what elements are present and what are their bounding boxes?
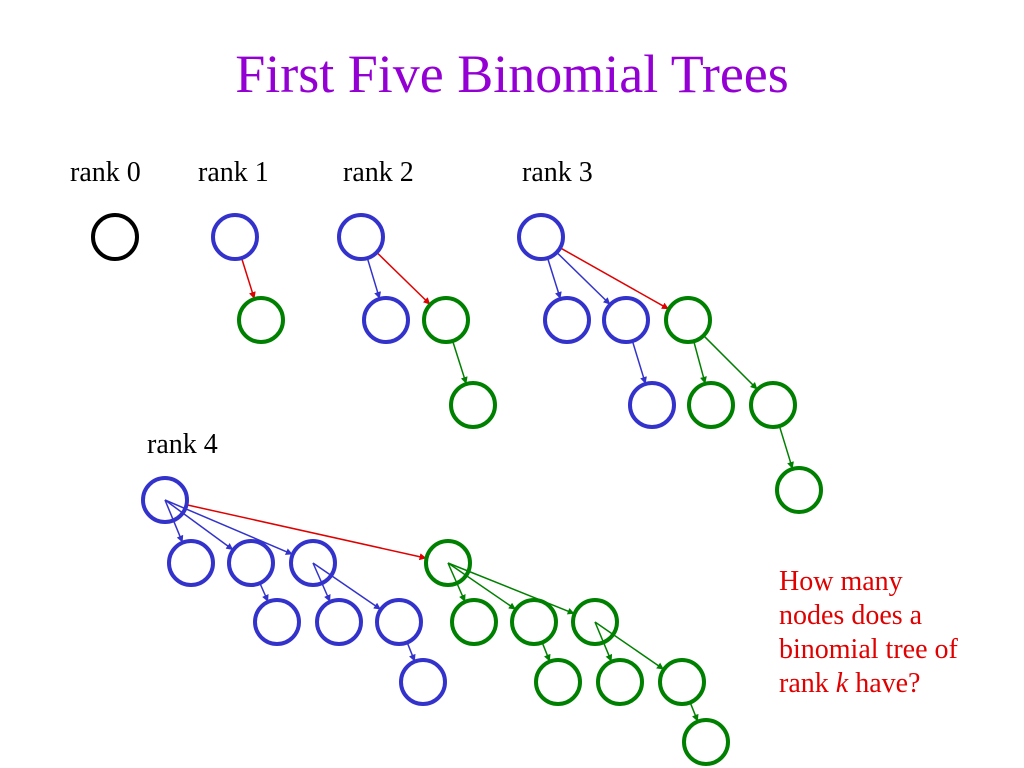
rank3-edge [556, 251, 611, 306]
rank4-node [658, 658, 706, 706]
rank3-node [775, 466, 823, 514]
rank3-node [687, 381, 735, 429]
question-variable-k: k [835, 668, 849, 699]
rank3-edge [559, 247, 670, 310]
question-text: How many nodes does a binomial tree of r… [779, 565, 1019, 701]
rank-4-label: rank 4 [147, 429, 218, 460]
rank4-node [289, 539, 337, 587]
question-suffix: have? [848, 668, 921, 699]
rank4-node [534, 658, 582, 706]
rank3-edge [703, 335, 758, 390]
rank4-edge [312, 562, 382, 611]
rank-1-label: rank 1 [198, 157, 269, 188]
question-line-2: nodes does a [779, 600, 923, 631]
rank4-node [682, 718, 730, 766]
rank4-node [375, 598, 423, 646]
rank3-node [543, 296, 591, 344]
rank3-edge [546, 257, 562, 300]
rank4-edge [447, 562, 517, 611]
rank4-edge [594, 621, 665, 671]
rank4-node [227, 539, 275, 587]
rank4-edge [406, 642, 416, 662]
rank2-edge [376, 251, 431, 306]
question-prefix: rank [779, 668, 836, 699]
rank4-edge [186, 504, 427, 561]
rank3-edge [693, 341, 707, 384]
slide-title: First Five Binomial Trees [235, 44, 789, 104]
rank4-edge [259, 582, 269, 603]
rank-0-label: rank 0 [70, 157, 141, 188]
rank2-root-node [337, 213, 385, 261]
rank1-root-node [211, 213, 259, 261]
rank4-node [510, 598, 558, 646]
nodes [91, 213, 823, 766]
question-line-4: rank k have? [779, 667, 1019, 701]
rank3-node [602, 296, 650, 344]
rank4-edge [541, 642, 551, 662]
rank4-node [571, 598, 619, 646]
question-line-3: binomial tree of [779, 634, 958, 665]
rank3-node [664, 296, 712, 344]
rank4-edge [689, 702, 699, 722]
rank3-edge [631, 340, 647, 385]
rank1-edge [240, 257, 256, 300]
rank4-node [424, 539, 472, 587]
rank3-root-node [517, 213, 565, 261]
rank4-node [315, 598, 363, 646]
rank2-node [422, 296, 470, 344]
rank2-node [449, 381, 497, 429]
rank1-child-node [237, 296, 285, 344]
rank4-node [167, 539, 215, 587]
rank0-root-node [91, 213, 139, 261]
rank4-node [450, 598, 498, 646]
rank2-node [362, 296, 410, 344]
rank3-edge [778, 425, 794, 470]
rank4-edge [164, 499, 234, 551]
rank4-node [253, 598, 301, 646]
rank3-node [628, 381, 676, 429]
rank2-edge [451, 340, 468, 385]
rank2-edge [366, 257, 381, 300]
rank-3-label: rank 3 [522, 157, 593, 188]
rank4-node [399, 658, 447, 706]
edges [164, 247, 794, 722]
rank4-node [596, 658, 644, 706]
rank4-root-node [141, 476, 189, 524]
rank-2-label: rank 2 [343, 157, 414, 188]
rank3-node [749, 381, 797, 429]
question-line-1: How many [779, 566, 903, 597]
